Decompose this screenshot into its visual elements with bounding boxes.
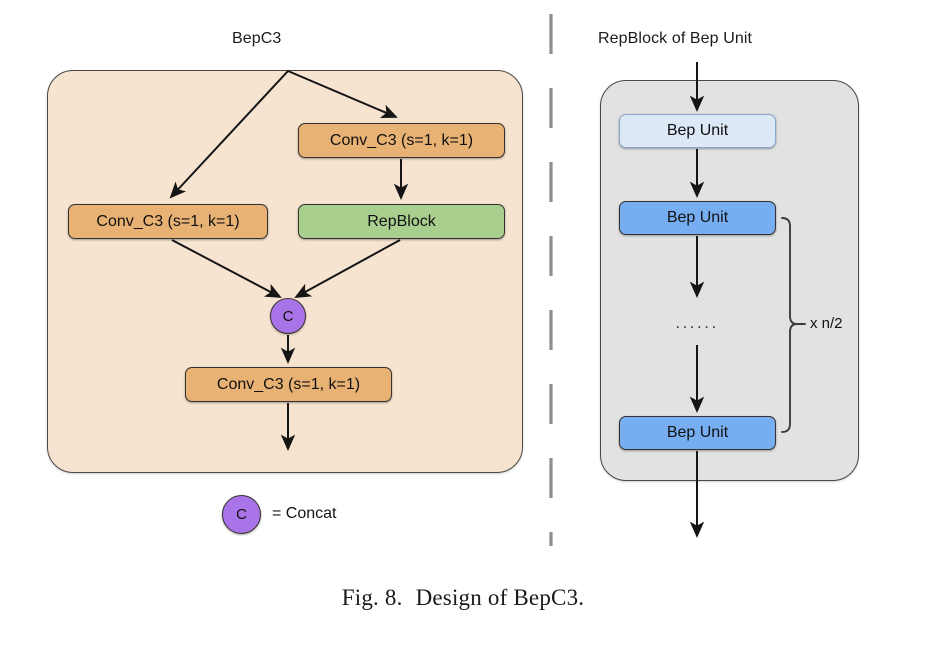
- figure-caption-text: Design of BepC3.: [415, 585, 585, 610]
- right-panel-title: RepBlock of Bep Unit: [598, 30, 753, 47]
- figure-number: Fig. 8.: [341, 585, 403, 610]
- node-conv-c3-left[interactable]: Conv_C3 (s=1, k=1): [68, 204, 268, 239]
- node-bep-unit-last[interactable]: Bep Unit: [619, 416, 776, 450]
- ellipsis-indicator: ......: [675, 313, 719, 332]
- node-repblock[interactable]: RepBlock: [298, 204, 505, 239]
- node-conv-c3-bottom[interactable]: Conv_C3 (s=1, k=1): [185, 367, 392, 402]
- legend-concat-icon: C: [222, 495, 261, 534]
- node-bep-unit-second[interactable]: Bep Unit: [619, 201, 776, 235]
- repeat-count-label: x n/2: [810, 315, 843, 332]
- node-concat[interactable]: C: [270, 298, 306, 334]
- left-panel-title: BepC3: [232, 30, 282, 47]
- figure-caption: Fig. 8. Design of BepC3.: [0, 585, 926, 611]
- node-bep-unit-first[interactable]: Bep Unit: [619, 114, 776, 148]
- node-conv-c3-top[interactable]: Conv_C3 (s=1, k=1): [298, 123, 505, 158]
- legend-concat-label: = Concat: [272, 505, 337, 522]
